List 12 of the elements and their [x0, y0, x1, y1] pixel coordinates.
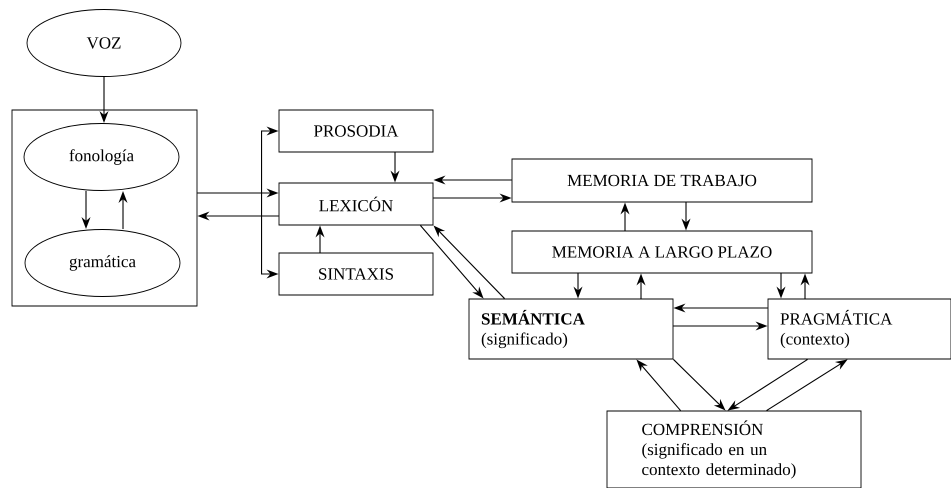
process-box: COMPRENSIÓN (significado en un contexto determinado) — [606, 410, 862, 488]
process-box: SEMÁNTICA (significado) — [468, 298, 674, 360]
process-box: MEMORIA DE TRABAJO — [512, 158, 812, 202]
ellipse-node: fonología — [24, 123, 180, 191]
group-box — [12, 110, 198, 306]
process-box: LEXICÓN — [278, 182, 434, 226]
process-box: SINTAXIS — [278, 252, 434, 296]
process-box: MEMORIA A LARGO PLAZO — [512, 230, 812, 274]
ellipse-node: VOZ — [26, 9, 182, 77]
process-box: PRAGMÁTICA (contexto) — [768, 298, 951, 360]
ellipse-node: gramática — [24, 229, 180, 297]
process-box: PROSODIA — [278, 110, 434, 152]
